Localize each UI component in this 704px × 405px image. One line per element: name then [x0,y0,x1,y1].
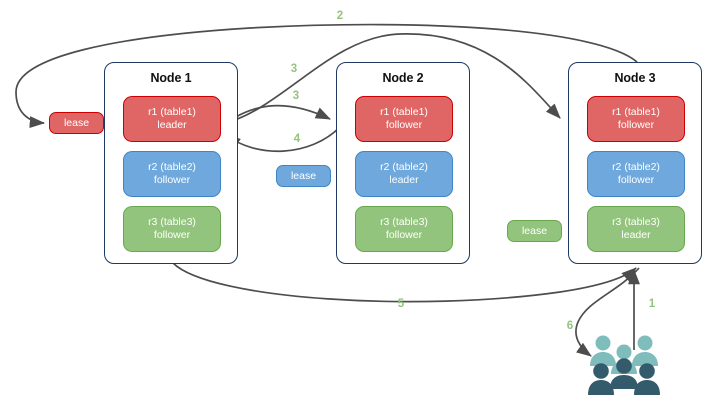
replica-role: follower [385,229,423,241]
replica-node3-r3[interactable]: r3 (table3) leader [587,206,685,252]
replica-node1-r1[interactable]: r1 (table1) leader [123,96,221,142]
edge-label-1: 1 [648,298,656,310]
replica-role: follower [153,174,191,186]
replica-node2-r1[interactable]: r1 (table1) follower [355,96,453,142]
edge-label-6: 6 [566,320,574,332]
replica-name: r3 (table3) [612,216,660,228]
edge-label-4: 4 [293,133,301,145]
lease-label: lease [290,170,317,182]
edge-label-5: 5 [397,298,405,310]
edge-5-response-to-node3 [172,262,637,303]
user-light-left [590,335,616,366]
replica-role: follower [617,119,655,131]
lease-label: lease [521,225,548,237]
user-dark-right [634,363,660,395]
node-title: Node 3 [614,71,656,85]
replica-role: follower [617,174,655,186]
users-group-icon [588,335,660,395]
replica-name: r2 (table2) [612,161,660,173]
lease-badge-table1[interactable]: lease [49,112,104,134]
replica-node1-r3[interactable]: r3 (table3) follower [123,206,221,252]
lease-badge-table2[interactable]: lease [276,165,331,187]
replica-name: r3 (table3) [148,216,196,228]
user-light-right [632,335,658,366]
replica-role: follower [153,229,191,241]
node-box-node2[interactable]: Node 2 r1 (table1) follower r2 (table2) … [336,62,470,264]
replica-node3-r2[interactable]: r2 (table2) follower [587,151,685,197]
edge-label-3a: 3 [290,63,298,75]
replica-role: leader [621,229,651,241]
replica-node3-r1[interactable]: r1 (table1) follower [587,96,685,142]
lease-label: lease [63,117,90,129]
node-title: Node 1 [150,71,192,85]
replica-role: leader [157,119,187,131]
lease-badge-table3[interactable]: lease [507,220,562,242]
replica-name: r3 (table3) [380,216,428,228]
replica-name: r2 (table2) [380,161,428,173]
replica-node1-r2[interactable]: r2 (table2) follower [123,151,221,197]
node-box-node3[interactable]: Node 3 r1 (table1) follower r2 (table2) … [568,62,702,264]
replica-name: r1 (table1) [612,106,660,118]
replica-name: r2 (table2) [148,161,196,173]
replica-name: r1 (table1) [148,106,196,118]
edge-label-2: 2 [336,10,344,22]
replica-role: follower [385,119,423,131]
node-title: Node 2 [382,71,424,85]
user-dark-left [588,363,614,395]
edge-label-3b: 3 [292,90,300,102]
replica-role: leader [389,174,419,186]
node-box-node1[interactable]: Node 1 r1 (table1) leader r2 (table2) fo… [104,62,238,264]
user-dark-center [610,358,638,389]
replica-node2-r3[interactable]: r3 (table3) follower [355,206,453,252]
replica-node2-r2[interactable]: r2 (table2) leader [355,151,453,197]
edge-4-ack-to-node1 [225,125,342,152]
replica-name: r1 (table1) [380,106,428,118]
